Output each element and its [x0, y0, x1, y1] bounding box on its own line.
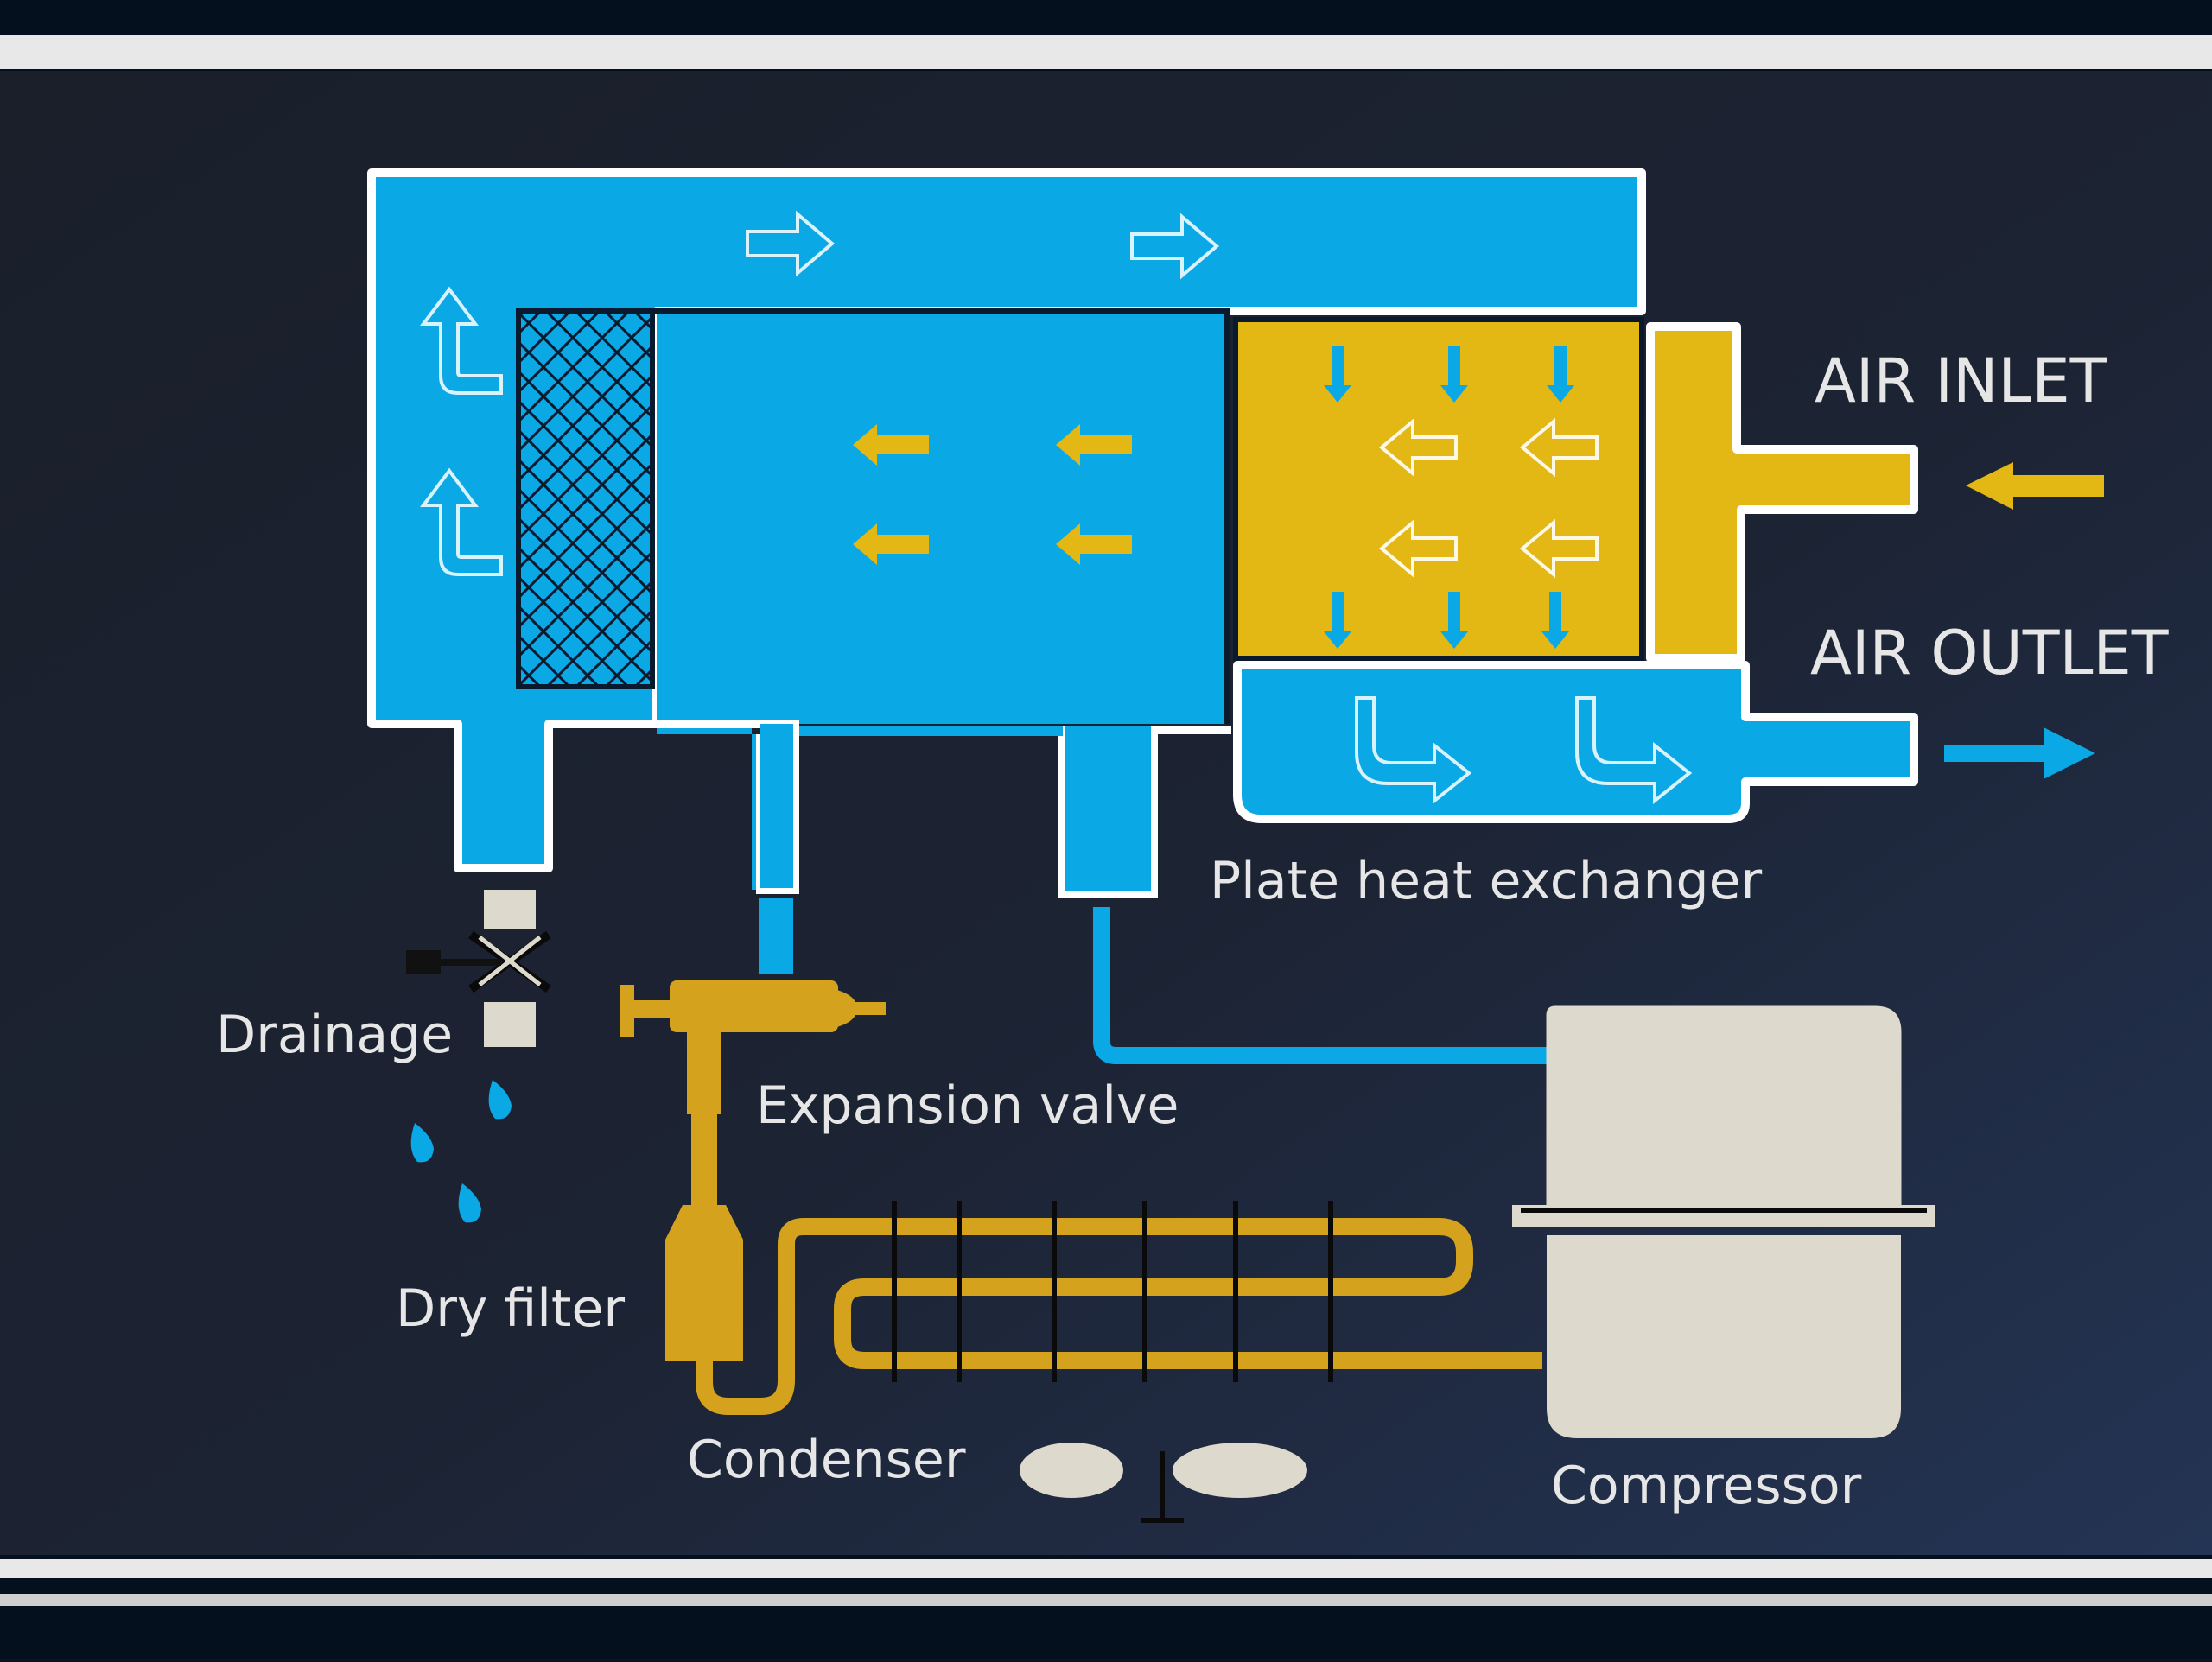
condenser-label: Condenser: [687, 1430, 966, 1490]
plate-heat-exchanger: [1233, 317, 1918, 823]
condenser-fins: [892, 1201, 1333, 1382]
expansion-valve: [620, 980, 886, 1114]
dry-filter-label: Dry filter: [396, 1278, 625, 1339]
condenser-coil: [696, 1218, 1542, 1415]
top-stripe: [0, 35, 2212, 69]
refrigerant-pipe-cold-1: [759, 898, 793, 974]
bottom-stripe-1: [0, 1559, 2212, 1578]
bottom-stripe-2: [0, 1594, 2212, 1606]
drainage-valve: [406, 890, 551, 1047]
drainage-label: Drainage: [216, 1005, 453, 1065]
water-drops: [410, 1080, 512, 1223]
compressor: [1512, 1005, 1936, 1438]
fan-icon: [1020, 1443, 1307, 1523]
demister-mesh: [516, 308, 655, 689]
suction-line: [1093, 907, 1547, 1064]
air-outlet-arrow: [1944, 727, 2095, 779]
air-inlet-label: AIR INLET: [1815, 346, 2107, 416]
dry-filter: [665, 1110, 743, 1361]
compressor-label: Compressor: [1551, 1456, 1862, 1516]
air-inlet-arrow: [1966, 462, 2104, 510]
air-outlet-label: AIR OUTLET: [1810, 618, 2169, 688]
plate-heat-exchanger-label: Plate heat exchanger: [1210, 851, 1763, 911]
expansion-valve-label: Expansion valve: [756, 1075, 1179, 1136]
